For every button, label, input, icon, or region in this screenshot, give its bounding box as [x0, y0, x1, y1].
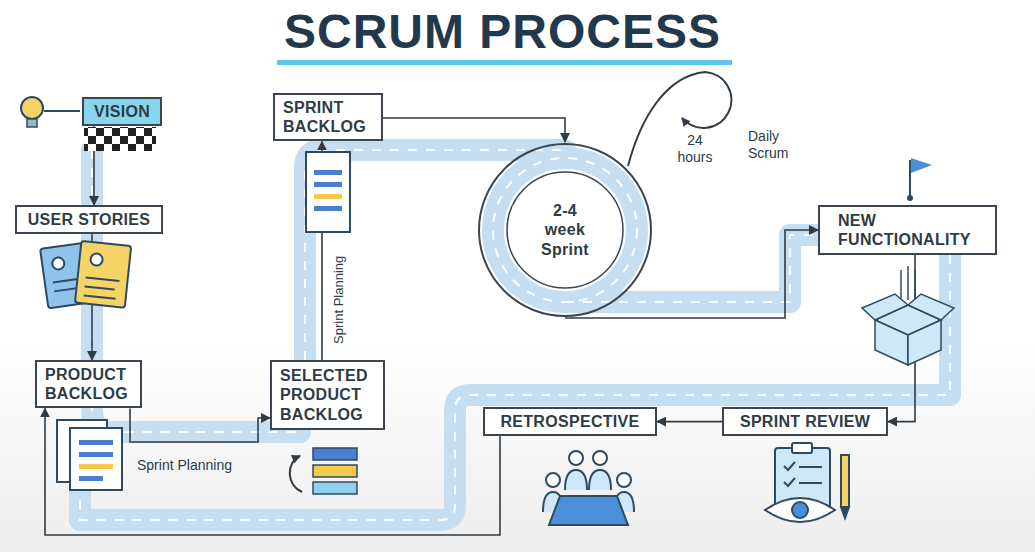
step-label: Sprint Planning [137, 457, 232, 474]
retrospective-meeting [543, 451, 634, 525]
flow-arrow [657, 421, 722, 423]
box-label: NEW FUNCTIONALITY [838, 211, 977, 249]
cycle-inner-ring [507, 172, 623, 288]
box-label: VISION [92, 102, 152, 121]
goal-flag [907, 158, 932, 201]
review-clipboard [765, 443, 849, 522]
box-label: SELECTED PRODUCT BACKLOG [280, 366, 375, 424]
selected-backlog-stack [290, 448, 357, 494]
process-box: SPRINT REVIEW [722, 407, 888, 436]
flow-arrow [130, 408, 270, 442]
user-story-cards [40, 241, 131, 308]
box-label: 2-4 week Sprint [537, 201, 593, 259]
cycle-ring [479, 144, 651, 316]
box-label: SPRINT REVIEW [732, 412, 878, 431]
flow-arrow [383, 118, 565, 142]
box-label: PRODUCT BACKLOG [45, 365, 132, 403]
daily-scrum-loop [628, 72, 731, 166]
vertical-step-label: Sprint Planning [331, 240, 347, 360]
diagram-title: SCRUM PROCESS [0, 6, 1005, 59]
process-box: PRODUCT BACKLOG [35, 360, 142, 408]
sprint-backlog-document [306, 152, 350, 232]
checkered-flag [84, 127, 156, 151]
box-label: SPRINT BACKLOG [283, 98, 373, 136]
release-package [862, 266, 954, 365]
backlog-documents [57, 420, 122, 490]
process-box: NEW FUNCTIONALITY [818, 205, 997, 255]
process-box: RETROSPECTIVE [483, 407, 657, 436]
title-underline [277, 60, 732, 65]
bulb-icon [21, 97, 80, 127]
step-label: 24 hours [668, 132, 722, 166]
sprint-cycle: 2-4 week Sprint [477, 142, 653, 318]
box-label: RETROSPECTIVE [493, 412, 647, 431]
box-label: USER STORIES [25, 210, 153, 229]
step-label: Daily Scrum [748, 128, 810, 162]
process-box: SELECTED PRODUCT BACKLOG [270, 360, 385, 430]
process-box: USER STORIES [15, 205, 163, 234]
process-box: VISION [82, 97, 162, 126]
process-box: SPRINT BACKLOG [273, 93, 383, 141]
